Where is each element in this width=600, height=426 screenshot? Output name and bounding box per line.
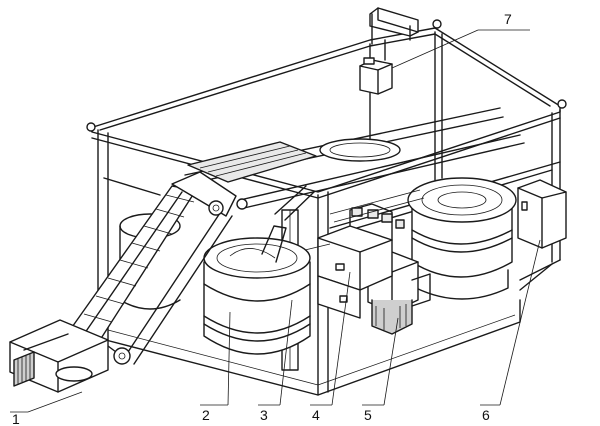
part-4-slide-unit <box>304 189 425 319</box>
part-1-belt-conveyor <box>9 171 248 393</box>
part-6-bowl-feeder <box>407 177 567 300</box>
label-1: 1 <box>12 411 20 426</box>
part-7-hoist-box <box>359 7 419 95</box>
label-7: 7 <box>504 11 512 27</box>
leader-lines <box>10 29 541 413</box>
label-3: 3 <box>260 407 268 423</box>
label-6: 6 <box>482 407 490 423</box>
label-2: 2 <box>202 407 210 423</box>
label-4: 4 <box>312 407 320 423</box>
label-5: 5 <box>364 407 372 423</box>
part-labels: 1 2 3 4 5 6 7 <box>12 11 512 426</box>
top-track <box>184 107 525 209</box>
